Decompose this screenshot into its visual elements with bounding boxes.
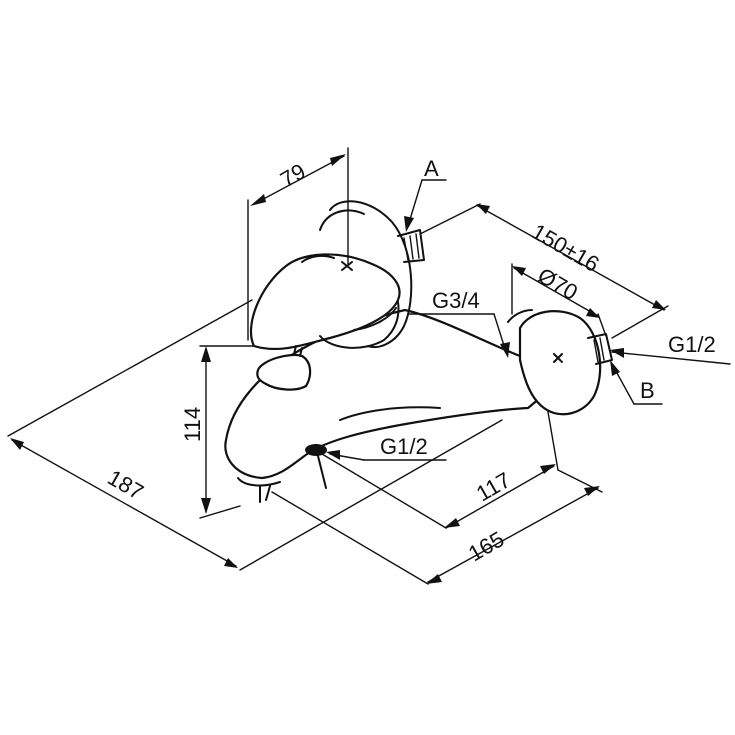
label-a: A bbox=[424, 156, 439, 181]
dim-70-label: Ø70 bbox=[534, 263, 583, 305]
dim-187-label: 187 bbox=[104, 465, 148, 505]
lever-handle bbox=[249, 253, 401, 351]
label-b: B bbox=[640, 378, 655, 403]
faucet-body bbox=[224, 308, 542, 503]
center-mark-right bbox=[553, 353, 563, 363]
dim-165-label: 165 bbox=[464, 526, 508, 566]
left-escutcheon bbox=[319, 200, 425, 348]
dim-79-label: 79 bbox=[276, 158, 310, 192]
center-mark-left bbox=[341, 261, 353, 271]
callout-g12-bottom: G1/2 bbox=[326, 434, 447, 461]
callout-b: B bbox=[610, 360, 663, 405]
right-escutcheon bbox=[507, 309, 613, 416]
label-g34: G3/4 bbox=[432, 288, 480, 313]
callout-g12-right: G1/2 bbox=[610, 332, 731, 365]
dim-114: 114 bbox=[180, 345, 255, 519]
dim-165: 165 bbox=[271, 469, 603, 585]
callout-a: A bbox=[404, 156, 447, 232]
diverter-knob bbox=[256, 345, 312, 391]
callout-g34: G3/4 bbox=[407, 288, 510, 358]
dim-150-label: 150±16 bbox=[528, 219, 604, 277]
dim-117-label: 117 bbox=[472, 467, 515, 506]
dim-114-label: 114 bbox=[180, 407, 205, 442]
label-g12-bottom: G1/2 bbox=[380, 434, 428, 459]
label-g12-right: G1/2 bbox=[668, 332, 716, 357]
